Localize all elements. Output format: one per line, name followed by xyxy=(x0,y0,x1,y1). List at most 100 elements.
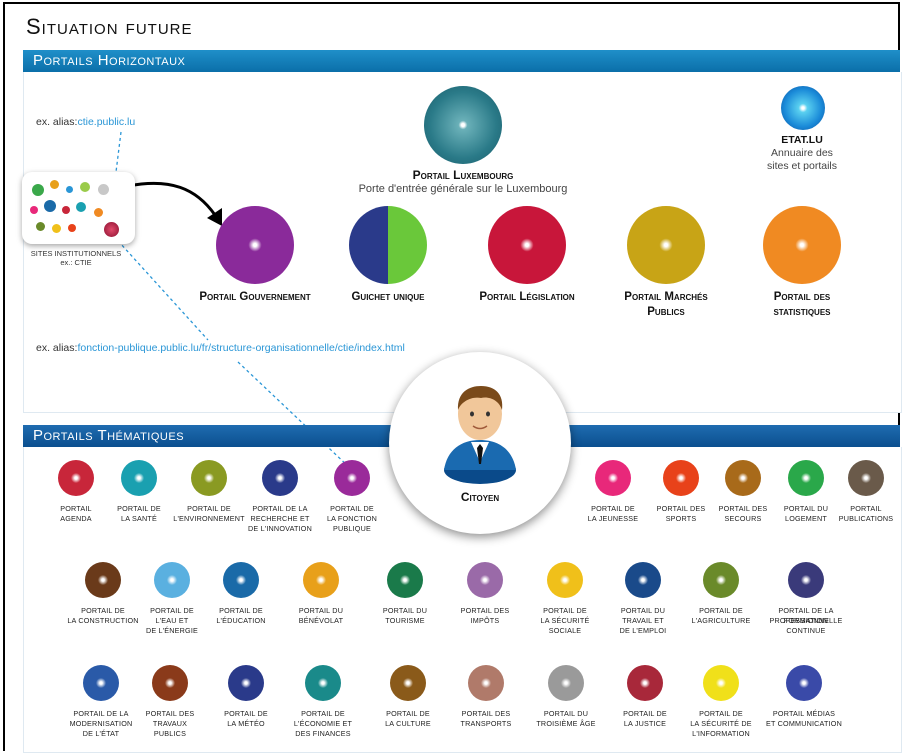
site-dot-highlight xyxy=(104,222,119,237)
thematic-portal-label: la jeunesse xyxy=(587,514,639,523)
horizontal-portal-caption-2: statistiques xyxy=(773,306,831,318)
thematic-portal-label: sports xyxy=(665,514,697,523)
portail-luxembourg-caption: Portail Luxembourg Porte d'entrée généra… xyxy=(350,168,576,196)
thematic-portal-circle[interactable] xyxy=(725,460,761,496)
horizontal-portal-circle[interactable] xyxy=(349,206,427,284)
horizontal-portal-caption: Portail Législation xyxy=(479,291,575,303)
thematic-portal-label: la sécurité xyxy=(540,616,590,625)
page-title: Situation future xyxy=(26,14,193,39)
thematic-portal-label: travaux xyxy=(152,719,188,728)
horizontal-portal-circle[interactable] xyxy=(216,206,294,284)
thematic-portal-label: recherche et xyxy=(250,514,310,523)
thematic-portal-label: Portail des xyxy=(656,504,706,513)
thematic-portal-circle[interactable] xyxy=(228,665,264,701)
sites-caption: Sites institutionnels ex.: CTIE xyxy=(26,249,126,267)
thematic-portal-circle[interactable] xyxy=(848,460,884,496)
thematic-portal-circle[interactable] xyxy=(191,460,227,496)
thematic-portal-circle[interactable] xyxy=(121,460,157,496)
thematic-portal-label: Portail de xyxy=(543,606,587,615)
thematic-portal-circle[interactable] xyxy=(152,665,188,701)
thematic-portal-label: Portail de la xyxy=(252,504,308,513)
thematic-portal-label: Portail de xyxy=(591,504,635,513)
site-dot xyxy=(30,206,38,214)
horizontal-portal-circle[interactable] xyxy=(488,206,566,284)
thematic-portal-circle[interactable] xyxy=(788,562,824,598)
site-dot xyxy=(80,182,90,192)
thematic-portal-label: travail et xyxy=(622,616,664,625)
horizontal-portal-circle[interactable] xyxy=(627,206,705,284)
thematic-portal-circle[interactable] xyxy=(223,562,259,598)
citoyen-label: Citoyen xyxy=(460,490,500,504)
alias-link-ctie[interactable]: ctie.public.lu xyxy=(77,116,136,128)
thematic-portal-circle[interactable] xyxy=(468,665,504,701)
thematic-portal-circle[interactable] xyxy=(595,460,631,496)
citoyen-circle[interactable]: Citoyen xyxy=(389,352,571,534)
site-dot xyxy=(94,208,103,217)
thematic-portal-circle[interactable] xyxy=(467,562,503,598)
thematic-portal-circle[interactable] xyxy=(154,562,190,598)
sites-institutionnels-box[interactable] xyxy=(22,172,135,244)
thematic-portal-label: Portail des xyxy=(460,606,510,615)
luxembourg-title: Portail Luxembourg xyxy=(412,168,514,182)
thematic-portal-label: Portail xyxy=(850,504,882,513)
thematic-portal-label: publics xyxy=(153,729,187,738)
sites-sub: ex.: CTIE xyxy=(60,258,92,267)
thematic-portal-label: Portail du xyxy=(783,504,829,513)
thematic-portal-label: Portail de xyxy=(150,606,194,615)
thematic-portal-label: Portail du xyxy=(620,606,666,615)
thematic-portal-circle[interactable] xyxy=(548,665,584,701)
thematic-portal-label: l'eau et xyxy=(155,616,189,625)
thematic-portal-circle[interactable] xyxy=(703,562,739,598)
thematic-portal-circle[interactable] xyxy=(625,562,661,598)
thematic-portal-circle[interactable] xyxy=(387,562,423,598)
horizontal-portal-caption: Portail Gouvernement xyxy=(199,291,311,303)
thematic-portal-circle[interactable] xyxy=(305,665,341,701)
etat-lu-circle[interactable] xyxy=(781,86,825,130)
thematic-portal-label: Portail des xyxy=(461,709,511,718)
etat-sub2: sites et portails xyxy=(766,160,838,172)
horizontal-portal-circle[interactable] xyxy=(763,206,841,284)
alias-ctie: ex. alias:ctie.public.lu xyxy=(36,116,135,128)
site-dot xyxy=(68,224,76,232)
thematic-portal-label: Portail de xyxy=(623,709,667,718)
thematic-portal-circle[interactable] xyxy=(786,665,822,701)
etat-sub1: Annuaire des xyxy=(771,147,833,159)
thematic-portal-circle[interactable] xyxy=(627,665,663,701)
alias-link-fonction-publique[interactable]: fonction-publique.public.lu/fr/structure… xyxy=(77,342,405,354)
thematic-portal-circle[interactable] xyxy=(663,460,699,496)
thematic-portal-circle[interactable] xyxy=(58,460,94,496)
thematic-portal-circle[interactable] xyxy=(788,460,824,496)
thematic-portal-label: Portail de xyxy=(187,504,231,513)
alias-prefix: ex. alias: xyxy=(36,116,78,128)
thematic-portal-label: la sécurité de xyxy=(690,719,752,728)
thematic-portal-label: de l'innovation xyxy=(247,524,312,533)
thematic-portal-circle[interactable] xyxy=(303,562,339,598)
thematic-portal-label: l'information xyxy=(692,729,750,738)
thematic-portal-label: de l'emploi xyxy=(619,626,667,635)
thematic-portal-label: Portail de la formation xyxy=(778,606,834,625)
site-dot xyxy=(52,224,61,233)
thematic-portal-label: publications xyxy=(838,514,894,523)
thematic-portal-label: Portail du xyxy=(543,709,589,718)
thematic-portal-circle[interactable] xyxy=(547,562,583,598)
thematic-portal-circle[interactable] xyxy=(83,665,119,701)
thematic-portal-label: Portail de xyxy=(699,606,743,615)
thematic-portal-label: Portail médias xyxy=(772,709,836,718)
alias-prefix: ex. alias: xyxy=(36,342,78,354)
thematic-portal-circle[interactable] xyxy=(85,562,121,598)
thematic-portal-label: l'environnement xyxy=(173,514,245,523)
thematic-portal-label: l'économie et xyxy=(293,719,353,728)
alias-fonction-publique: ex. alias:fonction-publique.public.lu/fr… xyxy=(36,342,405,354)
thematic-portal-circle[interactable] xyxy=(334,460,370,496)
thematic-portal-circle[interactable] xyxy=(262,460,298,496)
etat-title: ETAT.LU xyxy=(781,134,823,146)
portail-luxembourg-circle[interactable] xyxy=(424,86,502,164)
thematic-portal-label: Portail de xyxy=(301,709,345,718)
thematic-portal-label: Portail de xyxy=(219,606,263,615)
site-dot xyxy=(44,200,56,212)
thematic-portal-label: impôts xyxy=(470,616,500,625)
thematic-portal-circle[interactable] xyxy=(390,665,426,701)
site-dot xyxy=(32,184,44,196)
horizontal-portal-caption: Portail Marchés xyxy=(624,291,708,303)
thematic-portal-circle[interactable] xyxy=(703,665,739,701)
